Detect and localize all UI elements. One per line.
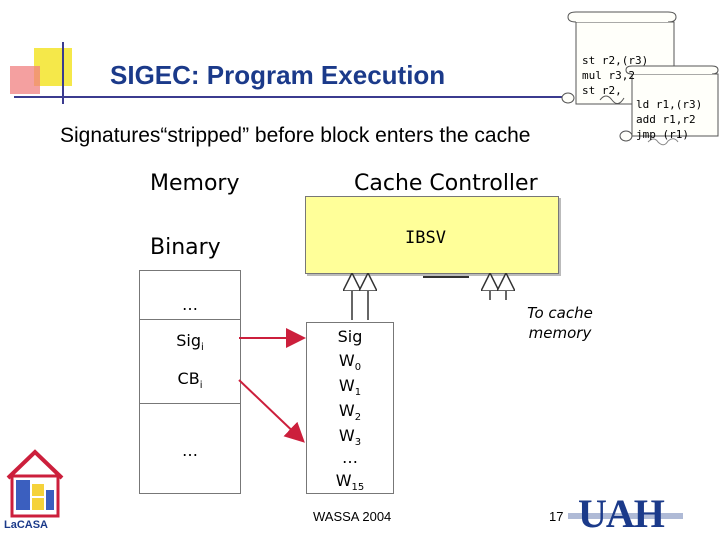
code-line: ld r1,(r3) [636, 98, 703, 111]
word-subscript: 0 [354, 362, 362, 374]
cache-controller-box [305, 196, 559, 274]
memory-cell-cb: CBi [140, 369, 240, 391]
lacasa-logo-text: LaCASA [4, 519, 49, 531]
word-text: W [338, 351, 355, 370]
code-line: st r2, [582, 84, 622, 97]
cb-text: CB [177, 369, 200, 388]
to-cache-memory-label: To cache memory [500, 303, 620, 343]
code-scroll-2 [619, 65, 719, 142]
decor-yellow-square [34, 48, 72, 86]
code-scroll-2-text: ld r1,(r3) add r1,r2 jmp (r1) [636, 82, 702, 142]
sig-text: Sig [176, 331, 201, 350]
cb-subscript: i [199, 380, 203, 392]
footer-text: WASSA 2004 [313, 509, 392, 524]
binary-label: Binary [150, 235, 221, 260]
code-line: add r1,r2 [636, 113, 696, 126]
memory-cell-ellipsis: … [182, 441, 198, 460]
lacasa-logo-icon [6, 449, 64, 518]
page-number: 17 [549, 509, 564, 524]
decor-vertical-line [62, 42, 64, 104]
signature-block-column: Sig W0 W1 W2 W3 … W15 [306, 322, 394, 494]
word-line: W0 [307, 348, 393, 380]
word-subscript: 3 [354, 437, 362, 449]
signature-scribble-icon [647, 138, 679, 146]
word-subscript: 2 [354, 412, 362, 424]
word-line: W2 [307, 398, 393, 430]
code-line: mul r3,2 [582, 69, 635, 82]
code-scroll-graphic [561, 11, 719, 146]
word-line: W3 [307, 423, 393, 455]
word-subscript: 15 [351, 482, 365, 494]
memory-cell-sig: Sigi [140, 331, 240, 353]
signature-scribble-icon [599, 95, 625, 104]
to-cache-line2: memory [528, 324, 592, 342]
ibsv-label: IBSV [405, 228, 446, 248]
arrow-to-words [238, 379, 305, 443]
memory-cell-ellipsis: … [182, 295, 198, 314]
word-text: W [338, 426, 355, 445]
code-line: st r2,(r3) [582, 54, 649, 67]
uah-logo-bar [568, 513, 683, 519]
memory-label: Memory [150, 171, 240, 196]
cache-output-line [423, 276, 469, 278]
uah-logo: UAH [578, 491, 665, 536]
word-line: W1 [307, 373, 393, 405]
word-text: W [335, 471, 352, 490]
word-subscript: 1 [354, 387, 362, 399]
code-scroll-1 [561, 11, 677, 105]
to-cache-line1: To cache [527, 304, 593, 322]
slide-title: SIGEC: Program Execution [110, 60, 446, 90]
memory-divider [140, 403, 240, 404]
decor-red-square [10, 66, 40, 94]
word-text: W [338, 376, 355, 395]
title-underline [14, 96, 564, 98]
sig-subscript: i [200, 342, 204, 354]
sig-line: Sig [337, 327, 363, 346]
word-text: W [338, 401, 355, 420]
memory-divider [140, 319, 240, 320]
code-line: jmp (r1) [636, 128, 689, 141]
slide-subtitle: Signatures“stripped” before block enters… [60, 124, 531, 147]
word-line-ellipsis: … [342, 448, 358, 467]
word-line: W15 [307, 468, 393, 500]
memory-column: … Sigi CBi … [139, 270, 241, 494]
code-scroll-1-text: st r2,(r3) mul r3,2 st r2, [582, 38, 648, 98]
cache-controller-label: Cache Controller [354, 171, 538, 196]
